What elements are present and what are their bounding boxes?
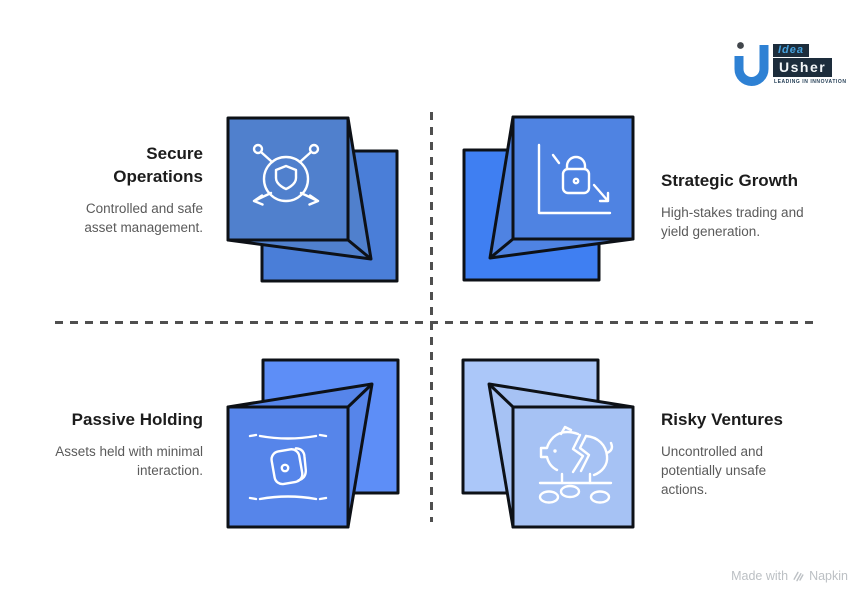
watermark-brand: Napkin: [809, 569, 848, 583]
quadrant-description: High-stakes trading and yield generation…: [661, 205, 804, 239]
quadrant-title: Secure Operations: [113, 144, 203, 186]
wallet-rest-icon: [226, 358, 400, 529]
watermark-prefix: Made with: [731, 569, 789, 583]
horizontal-divider: [55, 321, 815, 324]
logo-word-bottom: Usher: [773, 58, 833, 77]
quadrant-title: Risky Ventures: [661, 410, 783, 429]
logo-word-top: Idea: [773, 44, 810, 57]
locked-chart-icon: [462, 115, 635, 282]
quadrant-description: Uncontrolled and potentially unsafe acti…: [661, 444, 767, 497]
quadrant-title: Passive Holding: [71, 410, 203, 429]
vertical-divider: [430, 112, 433, 522]
quadrant-description: Assets held with minimal interaction.: [55, 444, 203, 478]
quadrant-secure-operations-text: Secure Operations Controlled and safe as…: [33, 142, 203, 237]
napkin-logo-icon: [793, 571, 804, 581]
quadrant-strategic-growth-text: Strategic Growth High-stakes trading and…: [661, 169, 836, 241]
broken-piggy-bank-icon: [461, 358, 635, 529]
quadrant-passive-holding-text: Passive Holding Assets held with minimal…: [33, 408, 203, 480]
logo-tagline: LEADING IN INNOVATION: [774, 79, 847, 85]
napkin-watermark: Made with Napkin: [700, 569, 848, 583]
brand-logo: Idea Usher LEADING IN INNOVATION: [733, 40, 846, 94]
quadrant-description: Controlled and safe asset management.: [84, 201, 203, 235]
shield-network-icon: [226, 116, 399, 283]
logo-u-icon: [734, 42, 769, 86]
quadrant-title: Strategic Growth: [661, 171, 798, 190]
quadrant-risky-ventures-text: Risky Ventures Uncontrolled and potentia…: [661, 408, 836, 499]
